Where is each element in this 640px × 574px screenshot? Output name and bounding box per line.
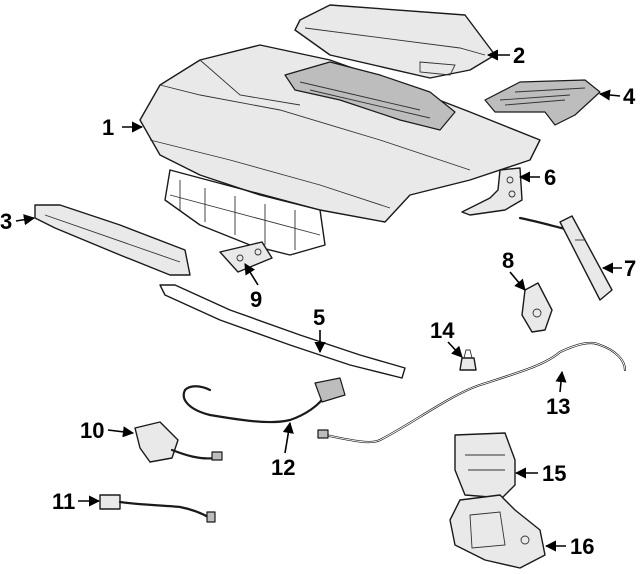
callout-13: 13: [546, 394, 570, 419]
leader-14: [447, 341, 463, 358]
hood-vent-part: [484, 79, 601, 126]
callout-10: 10: [80, 418, 104, 443]
weatherstrip-part: [159, 284, 406, 379]
callout-9: 9: [250, 287, 262, 312]
sensor-wire-part: [99, 494, 216, 523]
hood-bracket-part: [219, 241, 273, 273]
callout-1: 1: [102, 115, 114, 140]
leader-3: [15, 214, 36, 226]
callout-7: 7: [624, 256, 636, 281]
hood-strut-part: [518, 215, 613, 301]
callout-16: 16: [570, 534, 594, 559]
hood-inner-frame-part: [164, 169, 326, 256]
hood-scoop-cover-part: [294, 4, 496, 79]
callout-8: 8: [502, 248, 514, 273]
callout-2: 2: [513, 43, 525, 68]
push-clip-part: [459, 349, 477, 371]
hood-panel-part: [139, 44, 541, 223]
leader-13: [555, 370, 567, 393]
callout-5: 5: [313, 305, 325, 330]
callout-4: 4: [623, 84, 636, 109]
callout-6: 6: [544, 165, 556, 190]
callout-11: 11: [52, 489, 75, 514]
callout-3: 3: [0, 209, 12, 234]
release-cable-part: [317, 341, 627, 444]
hood-front-seal-part: [34, 204, 191, 276]
latch-switch-part: [134, 421, 223, 463]
callout-14: 14: [430, 318, 455, 343]
callout-labels: 1 2 3 4 5 6 7 8 9 10 11 12 13 14 15 16: [0, 43, 636, 559]
leader-9: [244, 263, 259, 286]
leader-10: [107, 426, 135, 438]
callout-15: 15: [542, 461, 566, 486]
latch-cover-part: [454, 432, 516, 499]
leader-4: [598, 89, 621, 101]
hood-latch-part: [449, 494, 546, 569]
wiring-harness-part: [182, 377, 346, 424]
leader-lines: [15, 49, 622, 552]
leader-8: [509, 271, 526, 291]
hood-striker-part: [521, 282, 553, 333]
callout-12: 12: [271, 455, 295, 480]
leader-12: [282, 421, 294, 454]
